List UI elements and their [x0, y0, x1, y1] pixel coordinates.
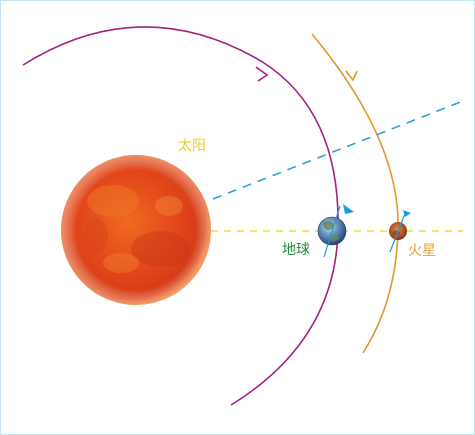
mars-rotation-marker	[403, 210, 411, 217]
earth-orbit	[22, 26, 339, 406]
earth-rotation-marker	[343, 204, 354, 214]
earth-axis	[323, 205, 341, 258]
mars-orbit	[311, 33, 399, 354]
mars-orbit-arrow	[345, 70, 358, 82]
sun-icon	[61, 155, 211, 305]
mars-axis	[389, 210, 407, 253]
sight-line	[212, 100, 464, 200]
mars-label: 火星	[408, 243, 436, 259]
earth-orbit-arrow	[255, 66, 269, 82]
sun-label: 太阳	[178, 138, 206, 154]
earth-label: 地球	[282, 242, 310, 258]
